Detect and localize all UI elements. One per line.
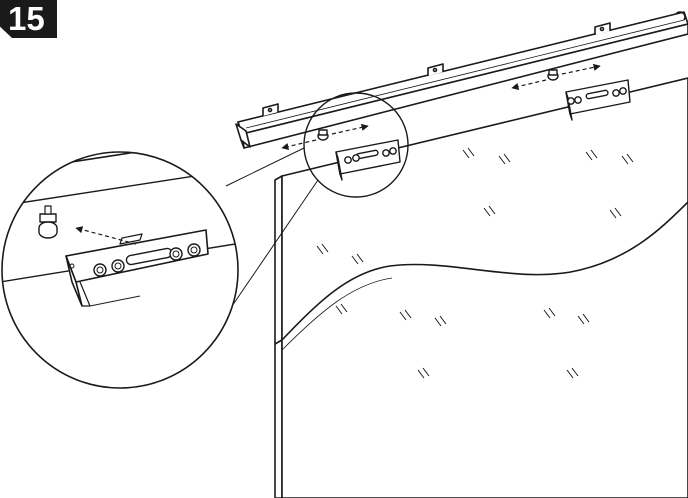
hanger-bracket-right <box>547 69 631 121</box>
step-number-badge: 15 <box>0 0 57 38</box>
step-number: 15 <box>8 0 45 37</box>
top-track-rail <box>235 11 688 149</box>
glass-reflection-marks <box>316 147 634 379</box>
magnified-hanger-detail <box>1 151 239 389</box>
hanger-bracket-left <box>317 129 401 181</box>
slide-arrows-left <box>281 123 369 151</box>
detail-callout-circle <box>303 92 409 198</box>
glass-door-panel <box>274 77 688 498</box>
zoom-connector-lines <box>225 147 319 313</box>
slide-arrows-right <box>511 63 601 91</box>
